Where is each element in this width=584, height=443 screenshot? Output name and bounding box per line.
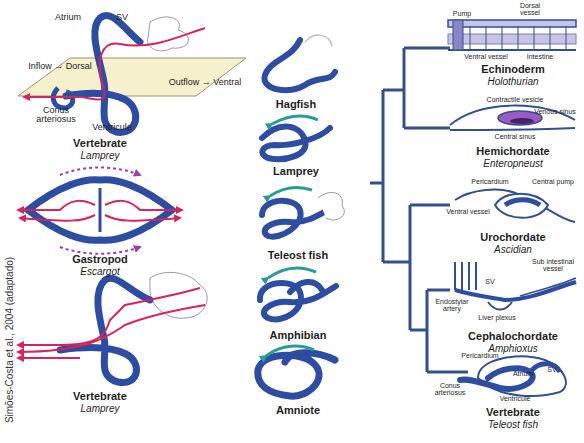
urochordate-heart-part xyxy=(505,200,540,205)
gastropod-heart-part xyxy=(105,215,180,221)
label-text: Pericardium xyxy=(461,352,498,359)
label-text: Intestine xyxy=(527,53,553,60)
gastropod-heart xyxy=(18,168,182,254)
label-text: Simões-Costa et al., 2004 (adaptado) xyxy=(5,257,16,423)
urochordate-heart xyxy=(455,190,575,222)
label-text: Atrium xyxy=(513,370,533,377)
label-text: Escargot xyxy=(80,267,119,278)
label-text: Outflow → Ventral xyxy=(169,78,242,87)
label-text: Vertebrate xyxy=(73,138,127,150)
label-text: SV xyxy=(116,13,128,22)
label-text: Sub intestinal vessel xyxy=(528,258,578,273)
lamprey-heart-bottom-part xyxy=(18,288,200,345)
label-text: Gastropod xyxy=(72,254,128,266)
hagfish-heart-part xyxy=(305,35,332,46)
amniote-heart xyxy=(258,346,335,396)
teleost-heart-part xyxy=(318,192,344,219)
label-text: Hemichordate xyxy=(476,146,549,158)
vertebrate-heart xyxy=(460,357,566,396)
label-text: Ventral vessel xyxy=(464,53,508,60)
urochordate-heart-part xyxy=(455,190,575,222)
gastropod-heart-part xyxy=(105,201,182,210)
label-text: SV xyxy=(485,278,494,285)
lamprey-heart-small xyxy=(262,116,330,159)
lamprey-heart-plane-part xyxy=(24,28,205,100)
label-text: Venous sinus xyxy=(534,108,576,115)
amphibian-heart-part xyxy=(260,282,336,319)
label-text: Echinoderm xyxy=(481,64,545,76)
urochordate-heart-part xyxy=(495,194,548,218)
lamprey-heart-plane-part xyxy=(148,17,189,51)
label-text: Ventricule xyxy=(500,395,531,402)
lamprey-heart-bottom-part xyxy=(18,305,205,352)
label-text: Central sinus xyxy=(495,133,536,140)
label-text: Lamprey xyxy=(273,166,319,178)
lamprey-heart-plane-part xyxy=(66,15,140,132)
gastropod-heart-part xyxy=(99,188,102,232)
label-text: Teleost fish xyxy=(268,250,328,262)
gastropod-heart-part xyxy=(60,168,140,176)
label-text: Inflow → Dorsal xyxy=(28,62,92,71)
echinoderm-vessels-part xyxy=(458,26,566,50)
echinoderm-vessels-part xyxy=(448,20,576,27)
lamprey-heart-bottom-part xyxy=(150,272,207,318)
label-text: Amphibian xyxy=(270,330,327,342)
vertebrate-heart-part xyxy=(460,368,533,389)
echinoderm-vessels-part xyxy=(448,49,576,51)
lamprey-heart-small-part xyxy=(262,126,330,159)
label-text: Lamprey xyxy=(81,404,120,415)
gastropod-heart-part xyxy=(18,201,95,210)
cephalochordate-vessels-part xyxy=(455,262,476,290)
hagfish-heart-part xyxy=(264,40,335,90)
amniote-heart-part xyxy=(266,346,314,356)
cephalochordate-vessels-part xyxy=(488,302,512,310)
label-text: Pericardium xyxy=(471,178,508,185)
label-text: Enteropneust xyxy=(483,159,543,170)
hemichordate-vessels-part xyxy=(510,118,534,124)
label-text: Dorsal vessel xyxy=(515,2,545,17)
label-text: Hagfish xyxy=(276,99,316,111)
lamprey-heart-plane-part xyxy=(18,58,246,96)
label-text: Ventral vessel xyxy=(446,208,490,215)
echinoderm-vessels-part xyxy=(448,34,576,44)
label-text: Atrium xyxy=(55,13,81,22)
label-text: Conus arteriosus xyxy=(32,106,80,125)
label-text: Central pump xyxy=(532,178,574,185)
cephalochordate-vessels-part xyxy=(520,278,576,296)
label-text: Ventricule xyxy=(92,123,132,132)
teleost-heart-part xyxy=(270,188,312,196)
amphibian-heart xyxy=(260,268,336,319)
hemichordate-vessels-part xyxy=(450,128,575,130)
gastropod-heart-part xyxy=(20,215,95,221)
lamprey-heart-plane xyxy=(18,15,246,132)
label-text: Vertebrate xyxy=(486,407,540,419)
label-text: Liver plexus xyxy=(478,314,515,321)
label-text: Holothurian xyxy=(487,77,538,88)
lamprey-heart-bottom-part xyxy=(18,357,80,359)
echinoderm-vessels-part xyxy=(453,20,463,50)
lamprey-heart-small-part xyxy=(272,116,318,124)
label-text: Ascidian xyxy=(494,245,532,256)
amphibian-heart-part xyxy=(268,268,316,278)
label-text: Contractile vesicle xyxy=(487,96,544,103)
label-text: Conus arteriosus xyxy=(432,382,468,397)
hemichordate-vessels xyxy=(450,106,575,130)
label-text: Teleost fish xyxy=(488,420,538,431)
hemichordate-vessels-part xyxy=(450,106,575,125)
label-text: Urochordate xyxy=(480,232,545,244)
label-text: Lamprey xyxy=(81,151,120,162)
lamprey-heart-bottom xyxy=(18,272,207,382)
teleost-heart xyxy=(262,188,344,237)
amniote-heart-part xyxy=(258,353,335,396)
gastropod-heart-part xyxy=(60,247,140,254)
label-text: Endostylar artery xyxy=(432,298,472,313)
label-text: Cephalochordate xyxy=(468,331,558,343)
hagfish-heart xyxy=(264,35,335,90)
label-text: Pump xyxy=(453,10,471,17)
label-text: Amniote xyxy=(276,405,320,417)
echinoderm-vessels xyxy=(448,20,576,50)
label-text: SV xyxy=(547,366,556,373)
label-text: Vertebrate xyxy=(73,391,127,403)
